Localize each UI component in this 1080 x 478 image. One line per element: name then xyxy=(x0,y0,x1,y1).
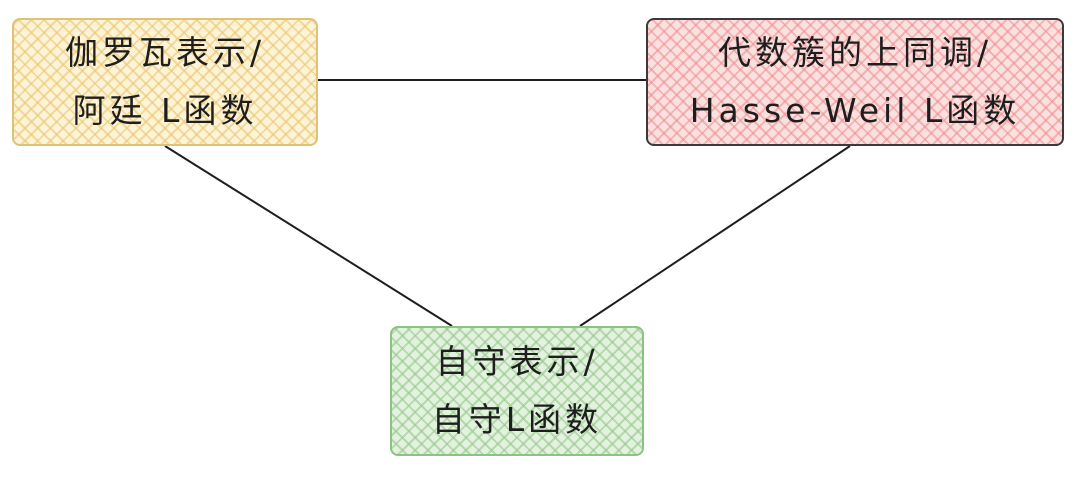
node-variety-line1: 代数簇的上同调/ xyxy=(717,33,993,72)
node-automorphic-line1: 自守表示/ xyxy=(435,342,599,381)
edge-variety-automorphic xyxy=(579,145,851,327)
node-galois-representation: 伽罗瓦表示/ 阿廷 L函数 xyxy=(12,18,318,146)
node-automorphic-representation: 自守表示/ 自守L函数 xyxy=(390,326,644,456)
node-automorphic-line2: 自守L函数 xyxy=(431,400,603,439)
node-galois-line2: 阿廷 L函数 xyxy=(72,91,258,130)
node-variety-line2: Hasse-Weil L函数 xyxy=(689,91,1021,130)
edge-galois-automorphic xyxy=(164,145,453,327)
node-variety-cohomology: 代数簇的上同调/ Hasse-Weil L函数 xyxy=(646,18,1064,146)
node-galois-line1: 伽罗瓦表示/ xyxy=(64,33,266,72)
